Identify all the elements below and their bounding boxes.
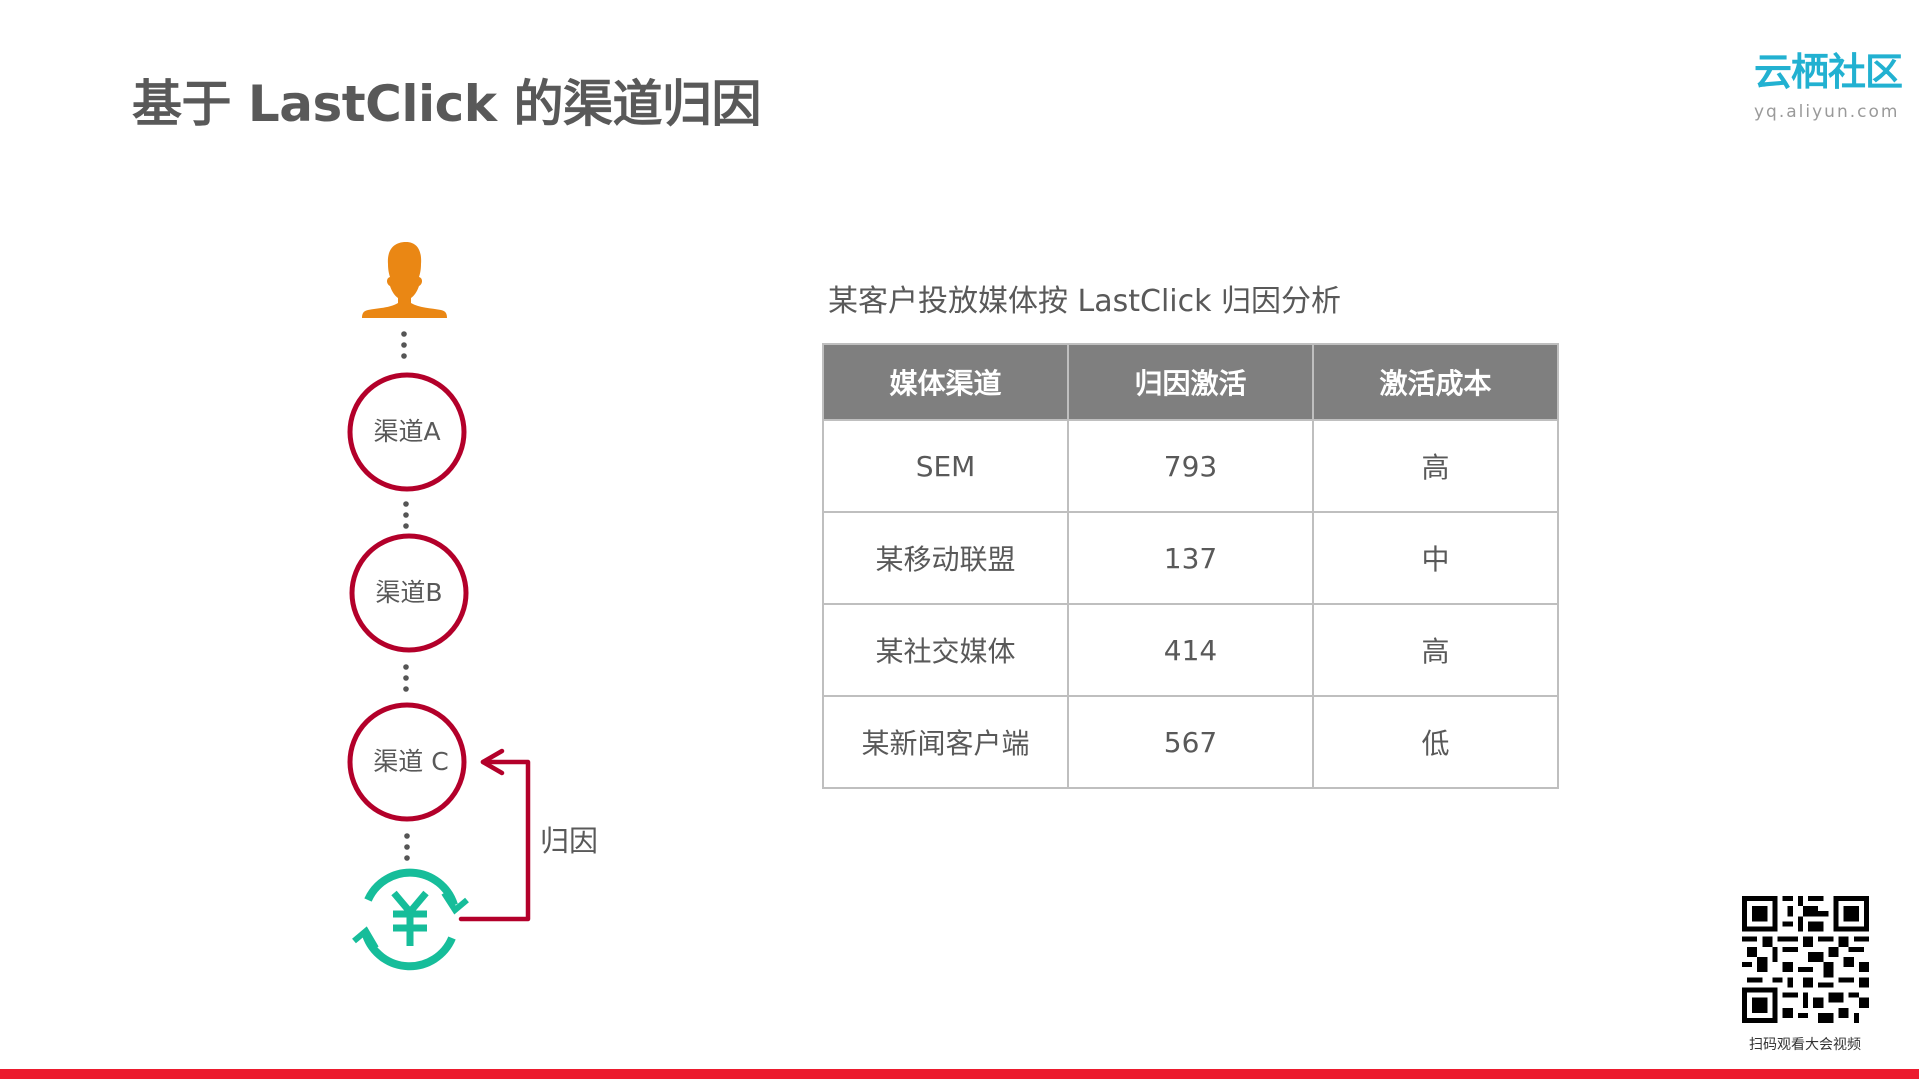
connector-dots [401,331,407,359]
cell-channel: 某移动联盟 [822,511,1069,605]
page-title: 基于 LastClick 的渠道归因 [132,75,761,133]
cell-channel: 某社交媒体 [822,603,1069,697]
table-caption: 某客户投放媒体按 LastClick 归因分析 [828,284,1342,319]
yunqi-logo: 云栖社区 yq.aliyun.com [1754,52,1919,122]
bottom-accent-bar [0,1069,1919,1079]
connector-dots [403,664,409,692]
attribution-table: 媒体渠道 归因激活 激活成本 SEM 793 高 某移动联盟 137 中 某社交… [822,343,1559,789]
cell-activations: 567 [1067,695,1314,789]
cell-cost: 低 [1312,695,1559,789]
cell-cost: 中 [1312,511,1559,605]
qr-code [1742,896,1869,1023]
attribution-diagram: 渠道A 渠道B 渠道 C [0,0,700,1000]
connector-dots [404,833,410,861]
cell-cost: 高 [1312,419,1559,513]
header-media-channel: 媒体渠道 [822,343,1069,421]
cell-activations: 793 [1067,419,1314,513]
connector-dots [403,501,409,529]
logo-text: 云栖社区 [1754,50,1903,94]
header-activation-cost: 激活成本 [1312,343,1559,421]
channel-c-ring [347,702,467,822]
channel-c-label: 渠道 C [373,747,449,776]
logo-url: yq.aliyun.com [1754,102,1900,122]
table-header-row: 媒体渠道 归因激活 激活成本 [822,343,1559,421]
table-row: 某社交媒体 414 高 [822,603,1559,697]
cell-cost: 高 [1312,603,1559,697]
table-row: 某移动联盟 137 中 [822,511,1559,605]
table-row: 某新闻客户端 567 低 [822,695,1559,789]
channel-b-ring [349,533,469,653]
attribution-label: 归因 [540,824,599,858]
cell-channel: 某新闻客户端 [822,695,1069,789]
channel-a-label: 渠道A [373,417,441,446]
channel-a-ring [347,372,467,492]
table-row: SEM 793 高 [822,419,1559,513]
cell-channel: SEM [822,419,1069,513]
cell-activations: 414 [1067,603,1314,697]
channel-b-label: 渠道B [375,578,443,607]
attribution-arrow [458,748,531,922]
qr-caption: 扫码观看大会视频 [1749,1037,1861,1053]
yen-cycle-icon [352,868,469,971]
cell-activations: 137 [1067,511,1314,605]
header-attributed-activations: 归因激活 [1067,343,1314,421]
person-icon [362,242,447,318]
